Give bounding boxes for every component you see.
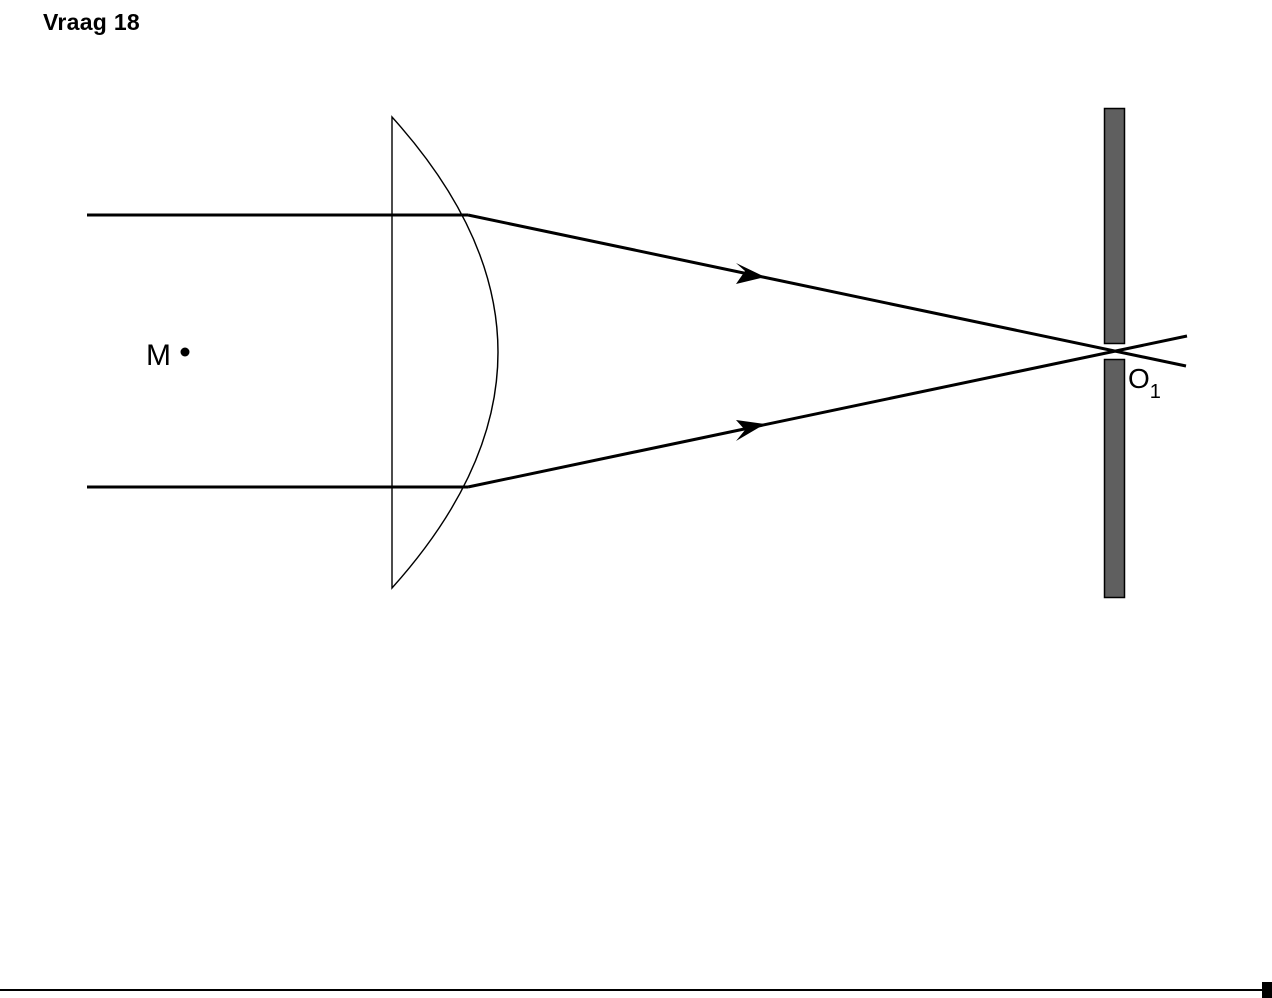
- screen-lower-part: [1103, 358, 1126, 599]
- question-title: Vraag 18: [43, 9, 141, 35]
- opening-o1-subscript: 1: [1150, 381, 1161, 403]
- screen-upper-part: [1103, 107, 1126, 345]
- arrowhead-lower: [736, 420, 765, 441]
- point-m-dot: [180, 347, 190, 357]
- arrowhead-upper: [736, 263, 765, 284]
- opening-o1-main: O: [1128, 363, 1150, 394]
- plano-convex-lens: [391, 115, 499, 590]
- bottom-rule-end-marker: [1262, 982, 1272, 998]
- opening-o1-label: O1: [1128, 363, 1161, 403]
- point-m-label: M: [146, 339, 171, 372]
- refracted-ray-lower: [467, 334, 1188, 489]
- refracted-ray-upper: [467, 213, 1187, 368]
